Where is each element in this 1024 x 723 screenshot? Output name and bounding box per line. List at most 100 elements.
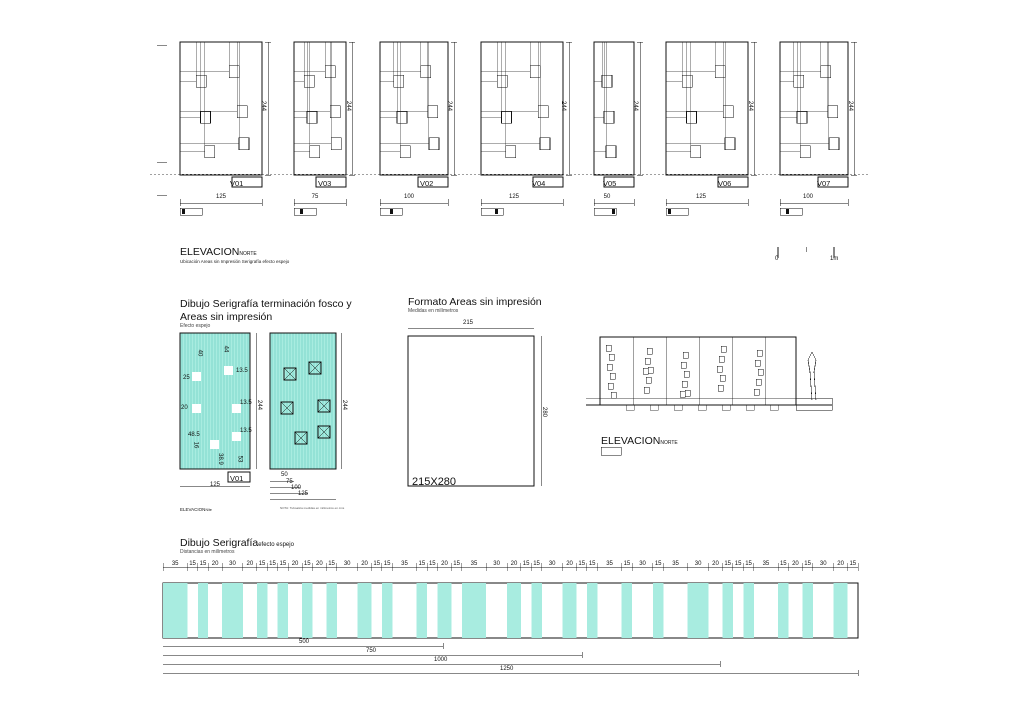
strip-segment-label: 15 (623, 561, 631, 567)
strip-printed-band (222, 583, 243, 638)
unprinted-area-v01 (196, 74, 207, 88)
panel-legend-v06 (665, 207, 689, 216)
unprinted-area-v07 (796, 110, 808, 124)
strip-segment-label: 35 (762, 561, 770, 567)
v01-unprinted-window (232, 404, 241, 413)
right-note: NOTA: Tuboatica medidas en milímetros en… (280, 506, 345, 510)
format-title: Formato Areas sin impresión (408, 296, 542, 308)
unprinted-area-v03 (331, 137, 342, 151)
elev-window (720, 345, 727, 353)
strip-printed-band (743, 583, 754, 638)
format-height: 280 (541, 406, 548, 418)
unprinted-area-v06 (686, 110, 697, 124)
strip-printed-band (778, 583, 789, 638)
v01-dim-13-5-a: 13.5 (236, 368, 248, 374)
v01-caption: ELEVACIONN/te (180, 507, 212, 512)
elev-base-block (745, 404, 755, 411)
elev-window (645, 376, 652, 384)
strip-segment-label: 15 (189, 561, 196, 567)
elev-window (716, 365, 723, 373)
strip-segment-label: 20 (361, 561, 368, 567)
strip-segment-label: 20 (211, 561, 219, 567)
elev-building (599, 336, 797, 406)
strip-segment-label: 15 (533, 561, 540, 567)
panel-code-v05: V05 (603, 179, 617, 188)
strip-segment-label: 15 (588, 561, 596, 567)
right-window-frame (294, 431, 308, 445)
strip-printed-band (802, 583, 813, 638)
panel-code-box-v02 (417, 176, 449, 188)
elev-window (680, 361, 687, 369)
unprinted-area-v05 (601, 74, 613, 88)
panel-height-v04: 244 (560, 100, 567, 112)
panel-width-v03: 75 (311, 194, 319, 200)
elev-base-block (697, 404, 707, 411)
strip-segment-label: 15 (453, 561, 460, 567)
strip-segment-label: 15 (418, 561, 426, 567)
right-height: 244 (341, 399, 348, 411)
elev-window (718, 355, 725, 363)
panel-code-v02: V02 (420, 179, 434, 188)
elev-scale-legend (600, 446, 622, 456)
strip-segment-label: 30 (493, 561, 500, 567)
strip-segment-label: 15 (199, 561, 207, 567)
panel-width-v04: 125 (508, 194, 519, 200)
right-dim-125: 125 (298, 491, 309, 497)
elev-base-block (721, 404, 731, 411)
panel-width-v07: 100 (802, 194, 813, 200)
strip-printed-band (586, 583, 598, 638)
top-subtitle: Ubicación Areas sin Impresión Serigrafía… (180, 259, 290, 264)
panel-code-box-v03 (315, 176, 347, 188)
elev-window (607, 382, 614, 390)
elev-base-block (649, 404, 659, 411)
strip-segment-label: 20 (316, 561, 323, 567)
strip-segment-label: 15 (522, 561, 530, 567)
unprinted-area-v02 (396, 110, 408, 124)
unprinted-area-v02 (428, 137, 440, 151)
v01-dim-38-9: 38.9 (216, 453, 223, 465)
strip-title: Dibujo Serigrafíaefecto espejo (180, 537, 294, 549)
panel-legend-v01 (179, 207, 203, 216)
strip-printed-band (197, 583, 209, 638)
unprinted-area-v04 (501, 110, 512, 124)
v01-dim-13-5-c: 13.5 (240, 428, 252, 434)
strip-segment-label: 15 (258, 561, 266, 567)
unprinted-area-v06 (724, 137, 736, 151)
elev-window (610, 391, 617, 399)
strip-segment-label: 20 (291, 561, 299, 567)
right-window-frame (283, 367, 297, 381)
strip-printed-band (256, 583, 268, 638)
drawing-subtitle: Efecto espejo (180, 323, 211, 329)
strip-printed-band (687, 583, 709, 638)
unprinted-area-v02 (393, 74, 404, 88)
panel-outline-v06 (665, 41, 749, 176)
strip-printed-band (357, 583, 372, 638)
strip-printed-band (437, 583, 452, 638)
unprinted-area-v07 (793, 74, 804, 88)
drawing-title-line-1: Dibujo Serigrafía terminación fosco y (180, 298, 352, 310)
elev-window (605, 344, 612, 352)
panel-width-v01: 125 (215, 194, 226, 200)
strip-printed-band (416, 583, 428, 638)
strip-segment-label: 35 (606, 561, 613, 567)
strip-segment-label: 30 (343, 561, 351, 567)
right-window-frame (317, 425, 331, 439)
panel-legend-v03 (293, 207, 317, 216)
drawing-title-line-2: Areas sin impresión (180, 311, 273, 323)
scale-label-1m: 1m (830, 256, 839, 262)
v01-unprinted-window (232, 432, 241, 441)
elev-window (644, 357, 651, 365)
elev-window (647, 366, 654, 374)
panel-height-v07: 244 (847, 100, 854, 112)
elev-window (609, 372, 616, 380)
strip-segment-label: 35 (470, 561, 478, 567)
panel-width-v05: 50 (603, 194, 611, 200)
elev-window (683, 370, 690, 378)
strip-printed-band (326, 583, 337, 638)
panel-legend-v02 (379, 207, 403, 216)
panel-height-v03: 244 (345, 100, 352, 112)
elev-window (646, 347, 653, 355)
panel-legend-v05 (593, 207, 617, 216)
